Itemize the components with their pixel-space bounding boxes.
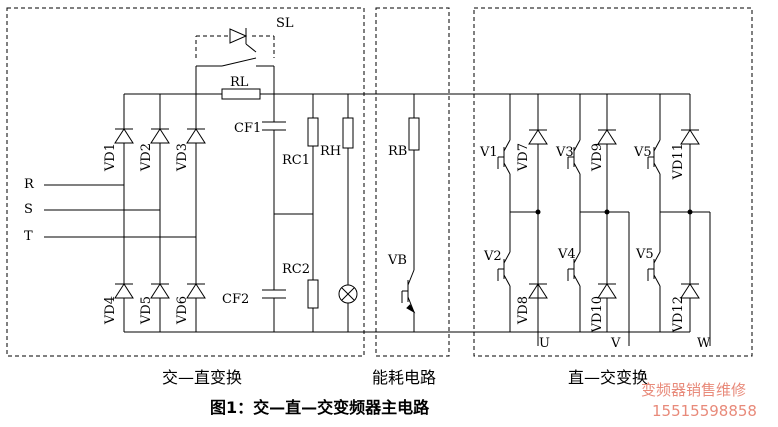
label-vd9: VD9 [590, 143, 605, 172]
label-rc2: RC2 [282, 262, 311, 277]
charging-resistor-rl [221, 88, 261, 100]
inverter-leg-w [647, 94, 711, 346]
label-vd5: VD5 [139, 296, 154, 325]
input-label-r: R [24, 177, 34, 192]
label-rb: RB [388, 144, 408, 159]
label-cf2: CF2 [222, 292, 250, 307]
capacitor-cf2 [262, 214, 286, 332]
rectifier-bridge [114, 94, 206, 332]
label-v2: V2 [484, 249, 502, 264]
thyristor-sl-symbol [229, 28, 257, 53]
label-vd3: VD3 [175, 143, 190, 172]
brake-section-box [375, 7, 450, 357]
resistor-rc1 [307, 94, 319, 280]
output-label-w: W [697, 336, 711, 351]
output-label-u: U [539, 336, 550, 351]
braking-resistor-rb [408, 94, 420, 270]
label-v5-lower: V5 [636, 247, 654, 262]
input-label-t: T [24, 229, 33, 244]
section-title-dcac: 直—交变换 [568, 368, 649, 387]
label-vd11: VD11 [671, 143, 686, 180]
diode-vd6 [186, 283, 206, 299]
diode-vd3 [186, 128, 206, 144]
label-vd6: VD6 [175, 296, 190, 325]
label-vd7: VD7 [516, 143, 531, 172]
inverter-leg-v [567, 94, 630, 346]
label-rc1: RC1 [282, 153, 311, 168]
output-label-v: V [611, 336, 621, 351]
diode-vd4 [114, 283, 134, 299]
braking-igbt-vb [401, 269, 416, 332]
label-v4: V4 [558, 247, 576, 262]
label-rh: RH [320, 144, 342, 159]
label-v3: V3 [556, 145, 574, 160]
label-rl: RL [230, 75, 249, 90]
thyristor-sl [195, 35, 275, 58]
dcac-section-box [473, 7, 753, 357]
label-vb: VB [388, 253, 407, 268]
diode-vd5 [150, 283, 170, 299]
diode-vd1 [114, 128, 134, 144]
watermark-text: 变频器销售维修 [641, 381, 747, 399]
label-v1: V1 [480, 145, 498, 160]
acdc-section-box [6, 7, 365, 357]
label-v5-upper: V5 [634, 145, 652, 160]
resistor-rh-and-lamp [338, 94, 358, 332]
resistor-rc2 [307, 279, 319, 332]
label-vd10: VD10 [590, 296, 605, 333]
section-title-brake: 能耗电路 [372, 368, 437, 387]
label-vd8: VD8 [516, 296, 531, 325]
bypass-switch [195, 57, 275, 94]
inverter-leg-u [497, 94, 548, 346]
capacitor-cf1 [262, 94, 286, 214]
label-vd1: VD1 [103, 143, 118, 172]
label-vd12: VD12 [671, 296, 686, 333]
diode-vd2 [150, 128, 170, 144]
label-cf1: CF1 [234, 121, 262, 136]
label-vd4: VD4 [103, 296, 118, 325]
label-vd2: VD2 [139, 143, 154, 172]
watermark-phone: 15515598858 [652, 402, 757, 420]
input-label-s: S [24, 202, 33, 217]
section-title-acdc: 交—直变换 [162, 368, 243, 387]
label-sl: SL [276, 16, 294, 31]
figure-caption: 图1：交—直—交变频器主电路 [210, 398, 430, 417]
